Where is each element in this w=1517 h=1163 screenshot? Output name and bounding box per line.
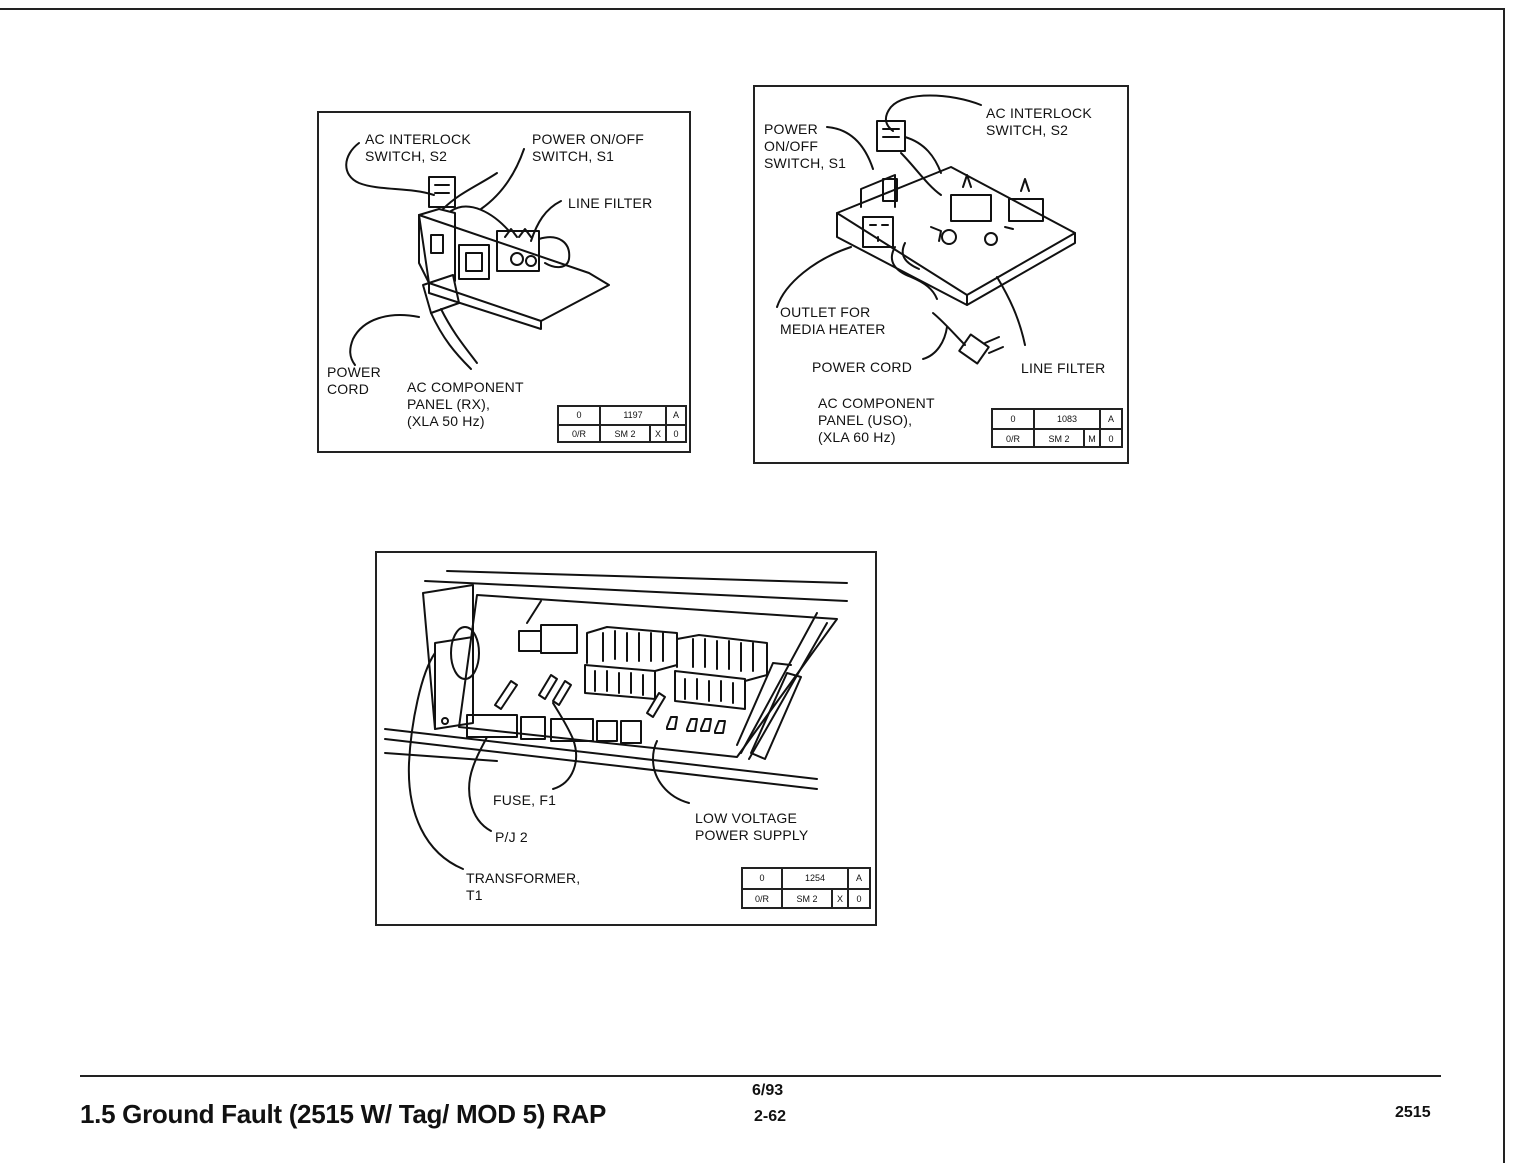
figure-caption: AC COMPONENT PANEL (RX), (XLA 50 Hz) <box>407 379 524 429</box>
figure-ac-component-panel-rx: AC INTERLOCK SWITCH, S2 POWER ON/OFF SWI… <box>317 111 691 453</box>
label-fuse-f1: FUSE, F1 <box>493 792 557 808</box>
illustration-code-box: 0 1083 A 0/R SM 2 M 0 <box>991 408 1123 448</box>
label-ac-interlock-switch-s2: AC INTERLOCK SWITCH, S2 <box>365 131 471 164</box>
label-power-cord: POWER CORD <box>327 364 381 397</box>
code-cell: X <box>649 426 665 443</box>
figure-ac-component-panel-uso: POWER ON/OFF SWITCH, S1 AC INTERLOCK SWI… <box>753 85 1129 464</box>
label-power-cord: POWER CORD <box>812 359 912 375</box>
page-top-border <box>0 8 1505 10</box>
code-cell: 1254 <box>781 869 847 888</box>
label-ac-interlock-switch-s2: AC INTERLOCK SWITCH, S2 <box>986 105 1092 138</box>
page-number: 2-62 <box>754 1108 787 1125</box>
code-cell: 0 <box>576 410 582 420</box>
code-cell: 0 <box>1010 413 1016 424</box>
label-pj2: P/J 2 <box>495 829 528 845</box>
model-number: 2515 <box>1395 1104 1431 1121</box>
label-transformer-t1: TRANSFORMER, T1 <box>466 870 581 903</box>
code-cell: 1197 <box>599 407 665 424</box>
code-cell: 0 <box>847 890 869 909</box>
code-cell: SM 2 <box>1033 430 1083 448</box>
code-cell: A <box>847 869 869 888</box>
code-cell: X <box>831 890 847 909</box>
revision-date: 6/93 <box>752 1082 784 1099</box>
code-cell: M <box>1083 430 1099 448</box>
illustration-code-box: 0 1254 A 0/R SM 2 X 0 <box>741 867 871 909</box>
code-cell: 0/R <box>754 894 769 904</box>
code-cell: 0/R <box>1005 433 1020 444</box>
code-cell: SM 2 <box>599 426 649 443</box>
label-line-filter: LINE FILTER <box>1021 360 1106 376</box>
illustration-code-box: 0 1197 A 0/R SM 2 X 0 <box>557 405 687 443</box>
label-power-on-off-switch-s1: POWER ON/OFF SWITCH, S1 <box>532 131 645 164</box>
label-outlet-for-media-heater: OUTLET FOR MEDIA HEATER <box>780 304 886 337</box>
lvps-illustration <box>384 570 848 870</box>
code-cell: A <box>665 407 685 424</box>
label-low-voltage-power-supply: LOW VOLTAGE POWER SUPPLY <box>695 810 809 843</box>
code-cell: 0 <box>665 426 685 443</box>
code-cell: A <box>1099 410 1121 428</box>
ac-panel-rx-illustration <box>345 142 610 370</box>
code-cell: 0/R <box>571 429 586 439</box>
ac-panel-uso-illustration <box>776 94 1076 365</box>
figure-low-voltage-power-supply: FUSE, F1 P/J 2 TRANSFORMER, T1 LOW VOLTA… <box>375 551 877 926</box>
label-line-filter: LINE FILTER <box>568 195 653 211</box>
code-cell: 1083 <box>1033 410 1099 428</box>
page-title: 1.5 Ground Fault (2515 W/ Tag/ MOD 5) RA… <box>80 1099 607 1129</box>
figure-caption: AC COMPONENT PANEL (USO), (XLA 60 Hz) <box>818 395 935 445</box>
code-cell: 0 <box>759 873 765 883</box>
footer-rule <box>80 1075 1441 1077</box>
code-cell: 0 <box>1099 430 1121 448</box>
code-cell: SM 2 <box>781 890 831 909</box>
page-right-border <box>1503 8 1505 1163</box>
label-power-on-off-switch-s1: POWER ON/OFF SWITCH, S1 <box>764 121 847 171</box>
